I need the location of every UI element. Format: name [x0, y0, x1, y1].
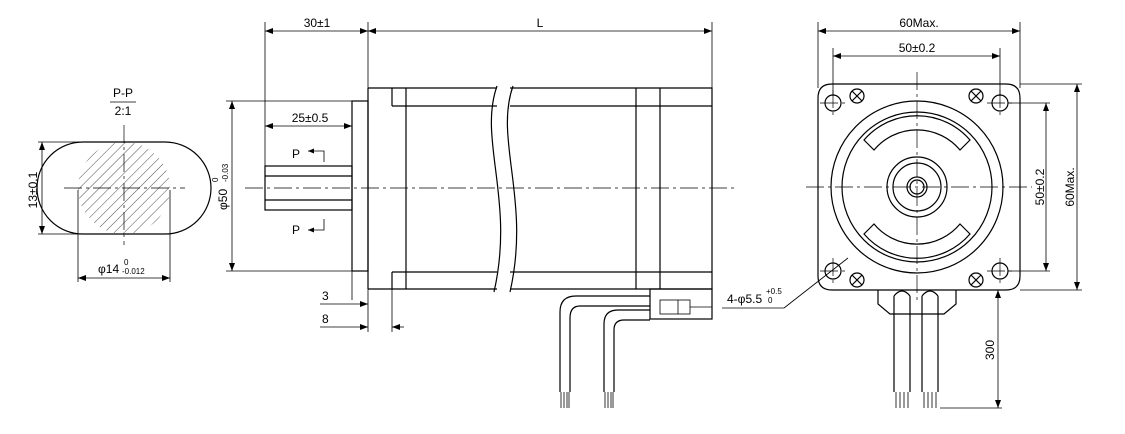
section-mark-bottom: P: [292, 223, 300, 237]
shaft-length-dim: 30±1: [304, 16, 331, 30]
svg-text:-0.012: -0.012: [122, 267, 145, 276]
side-view: 30±1 L 25±0.5: [211, 16, 735, 408]
cable-length-dim: 300: [983, 340, 997, 360]
break-line-left: [490, 85, 502, 293]
cables-front: [893, 290, 939, 408]
arc-slot-bottom: [863, 223, 971, 259]
shaft-diameter: φ14: [98, 262, 119, 276]
hole-spacing-v-dim: 50±0.2: [1033, 168, 1047, 205]
width-max-dim: 60Max.: [899, 16, 938, 30]
height-max-dim: 60Max.: [1063, 167, 1077, 206]
hole-spacing-h-dim: 50±0.2: [899, 41, 936, 55]
holes-callout: 4-φ5.5: [727, 292, 762, 306]
total-length-dim: L: [537, 16, 544, 30]
flat-dimension: 13±0.1: [26, 171, 40, 208]
front-face-outline: [817, 83, 1021, 291]
break-line-right: [506, 85, 518, 293]
flat-length-dim: 25±0.5: [292, 111, 329, 125]
shaft: [264, 165, 353, 211]
cable-1-outer: [559, 295, 650, 392]
svg-text:0: 0: [211, 177, 220, 182]
svg-text:-0.03: -0.03: [221, 163, 230, 182]
screws: [849, 88, 984, 288]
wire-ends-side: [560, 392, 614, 408]
pilot-diameter: φ50: [216, 189, 230, 210]
cable-box-side: [649, 288, 713, 320]
section-title: P-P: [113, 86, 133, 100]
cable-box-front: [877, 290, 957, 315]
cable-2-outer: [603, 309, 650, 392]
motor-body-outline: [368, 87, 713, 290]
arc-slot-top: [863, 115, 971, 151]
svg-text:0: 0: [124, 258, 129, 267]
svg-text:0: 0: [768, 296, 773, 305]
front-view: 60Max. 50±0.2: [722, 16, 1082, 409]
mounting-holes: [820, 90, 1013, 284]
cable-2-inner: [613, 319, 650, 392]
dim-3: 3: [322, 289, 329, 303]
cable-1-inner: [569, 305, 650, 392]
svg-text:+0.5: +0.5: [766, 287, 782, 296]
section-mark-top: P: [292, 147, 300, 161]
section-scale: 2:1: [115, 104, 132, 118]
shaft-section-outline: [36, 141, 212, 235]
dim-8: 8: [322, 312, 329, 326]
pilot-flange: [351, 100, 369, 272]
section-view: P-P 2:1 13±0.1 φ14 0 -0.012: [26, 86, 212, 282]
